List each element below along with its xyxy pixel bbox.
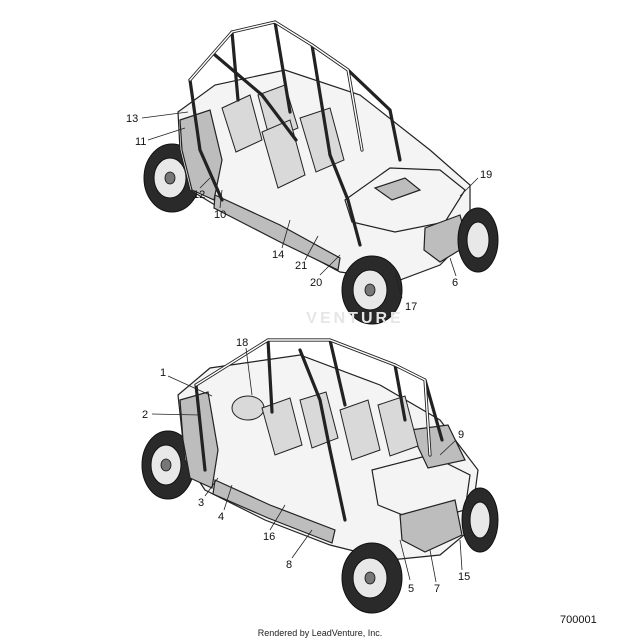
vehicle-view-upper (143, 20, 499, 325)
seat-rear-right-lower (377, 395, 419, 457)
rocker-panel-lower (212, 479, 336, 544)
callout-3: 3 (198, 497, 204, 509)
render-credit: Rendered by LeadVenture, Inc. (257, 628, 383, 638)
cargo-bed-lower (409, 424, 466, 469)
callout-19: 19 (480, 169, 492, 181)
roll-cage-lower (194, 338, 444, 522)
callout-17: 17 (405, 301, 417, 313)
callout-13: 13 (126, 113, 138, 125)
leader-lines-upper (141, 111, 479, 299)
callout-7: 7 (434, 583, 440, 595)
callout-11: 11 (135, 136, 146, 148)
steering-wheel-lower (231, 395, 265, 421)
leader-lines-lower (151, 347, 463, 583)
callout-1: 1 (160, 367, 166, 379)
callout-16: 16 (263, 531, 275, 543)
callout-4: 4 (218, 511, 224, 523)
hood-scoop-upper (373, 177, 422, 201)
callout-14: 14 (272, 249, 284, 261)
watermark: VENTURE (306, 310, 404, 327)
callout-8: 8 (286, 559, 292, 571)
hood-upper (344, 167, 466, 233)
rocker-panel-upper (213, 194, 341, 271)
roll-cage-upper (188, 20, 402, 247)
front-grille-lower (399, 499, 463, 553)
seat-front-right-upper (299, 107, 345, 173)
front-wheel-left-lower (341, 542, 403, 614)
callout-21: 21 (295, 260, 307, 272)
callout-15: 15 (458, 571, 470, 583)
rear-fender-lower (179, 391, 219, 489)
callout-18: 18 (236, 337, 248, 349)
callout-labels-upper: 13 11 12 10 14 21 20 17 6 19 (126, 113, 492, 313)
front-wheel-left-upper (341, 255, 403, 325)
callout-labels-lower: 18 1 2 3 4 16 8 5 7 15 9 (142, 337, 470, 595)
callout-6: 6 (452, 277, 458, 289)
callout-20: 20 (310, 277, 322, 289)
callout-10: 10 (214, 209, 226, 221)
front-wheel-right-upper (457, 207, 499, 273)
seat-rear-left-upper (221, 94, 263, 153)
vehicle-view-lower (141, 338, 499, 614)
figure-id: 700001 (560, 614, 597, 626)
callout-12: 12 (193, 189, 205, 201)
rear-wheel-lower (141, 430, 195, 500)
front-wheel-right-lower (461, 487, 499, 553)
callout-2: 2 (142, 409, 148, 421)
callout-5: 5 (408, 583, 414, 595)
seat-rear-left-lower (339, 399, 381, 461)
front-grille-upper (423, 214, 469, 263)
callout-9: 9 (458, 429, 464, 441)
